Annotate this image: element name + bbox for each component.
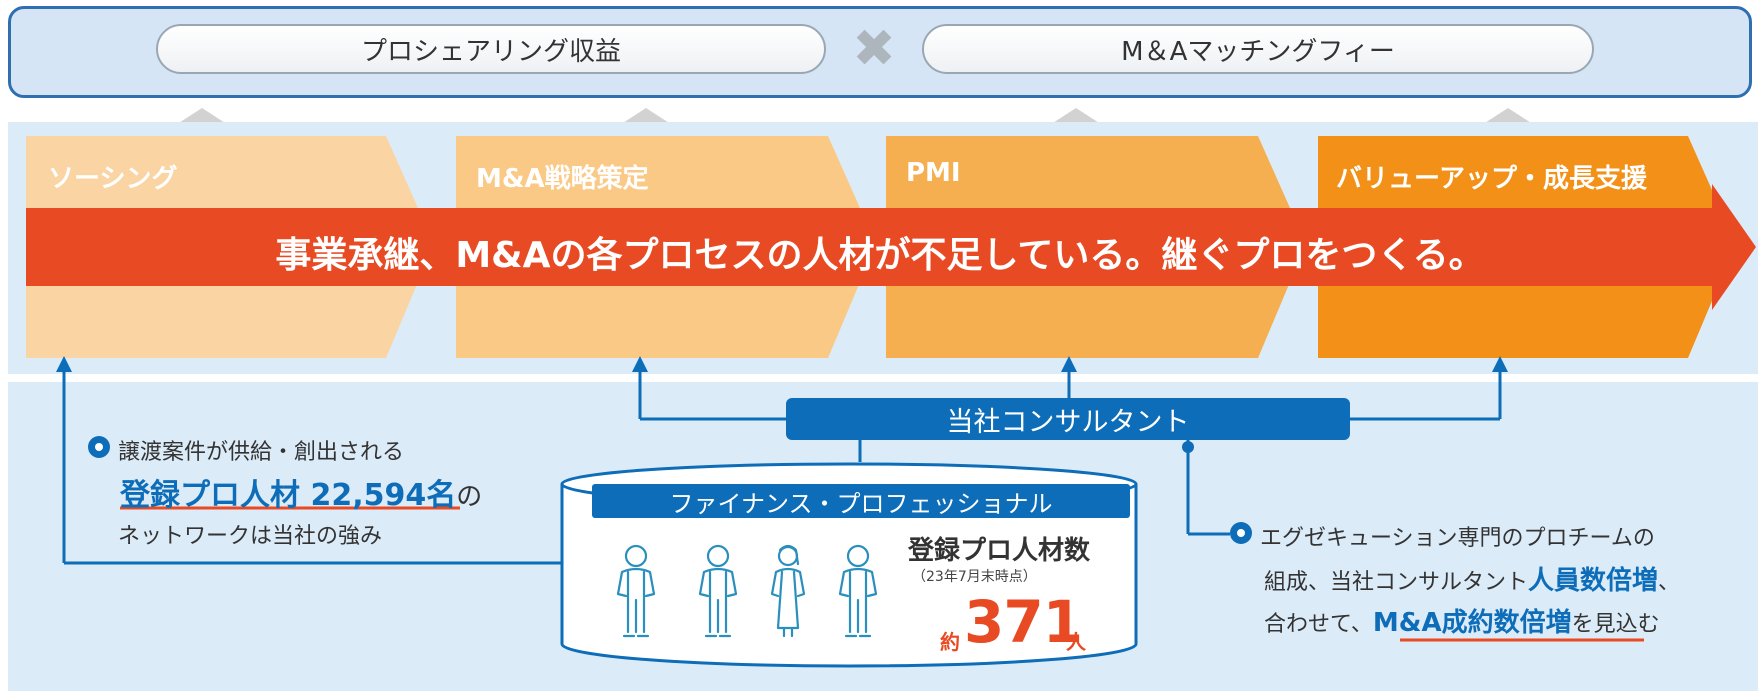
- registered-pro-title: 登録プロ人材数: [908, 536, 1091, 566]
- stage-label-sourcing: ソーシング: [48, 164, 178, 194]
- right-note-line3-end: を見込む: [1571, 612, 1660, 637]
- right-note-line3: 合わせて、M&A成約数倍増を見込む: [1264, 602, 1660, 639]
- right-note-line2-text: 組成、当社コンサルタント: [1264, 570, 1529, 595]
- left-note-highlight: 登録プロ人材 22,594名: [120, 478, 457, 513]
- registered-pro-prefix: 約: [940, 630, 960, 654]
- registered-pro-number: 371: [964, 588, 1083, 656]
- person-female-icon: [770, 544, 806, 638]
- bullet-icon: [1230, 522, 1252, 544]
- times-icon: ✖: [852, 19, 896, 79]
- person-male-icon: [698, 544, 738, 638]
- stage-label-valueup: バリューアップ・成長支援: [1336, 164, 1647, 194]
- right-note-highlight-deals: M&A成約数倍増: [1372, 608, 1572, 638]
- registered-pro-unit: 人: [1066, 630, 1086, 654]
- registered-pro-date: （23年7月末時点）: [912, 569, 1037, 585]
- database-header: ファイナンス・プロフェッショナル: [592, 484, 1130, 518]
- connector-lines: [62, 370, 1502, 565]
- main-arrow: [26, 184, 1756, 310]
- right-note-line3-text: 合わせて、: [1264, 612, 1373, 637]
- consultant-box: 当社コンサルタント: [786, 398, 1350, 440]
- person-male-icon: [838, 544, 878, 638]
- right-note-line2: 組成、当社コンサルタント人員数倍増、: [1264, 560, 1680, 597]
- left-note-line2: 登録プロ人材 22,594名の: [120, 470, 482, 514]
- person-male-icon: [616, 544, 656, 638]
- main-message: 事業承継、M&Aの各プロセスの人材が不足している。継ぐプロをつくる。: [275, 235, 1485, 276]
- left-note-line1: 譲渡案件が供給・創出される: [118, 440, 405, 465]
- right-note-highlight-staff: 人員数倍増: [1528, 566, 1659, 596]
- stage-label-pmi: PMI: [906, 158, 961, 188]
- stage-label-strategy: M&A戦略策定: [476, 164, 649, 194]
- right-note-line1: エグゼキューション専門のプロチームの: [1260, 526, 1655, 551]
- left-note-line3: ネットワークは当社の強み: [118, 524, 383, 549]
- right-note-comma: 、: [1658, 570, 1681, 595]
- left-note-suffix: の: [456, 482, 483, 512]
- ma-matching-fee-pill: M＆Aマッチングフィー: [922, 24, 1594, 74]
- proshare-revenue-pill: プロシェアリング収益: [156, 24, 826, 74]
- connector-arrowheads: [56, 356, 1508, 453]
- bullet-icon: [88, 436, 110, 458]
